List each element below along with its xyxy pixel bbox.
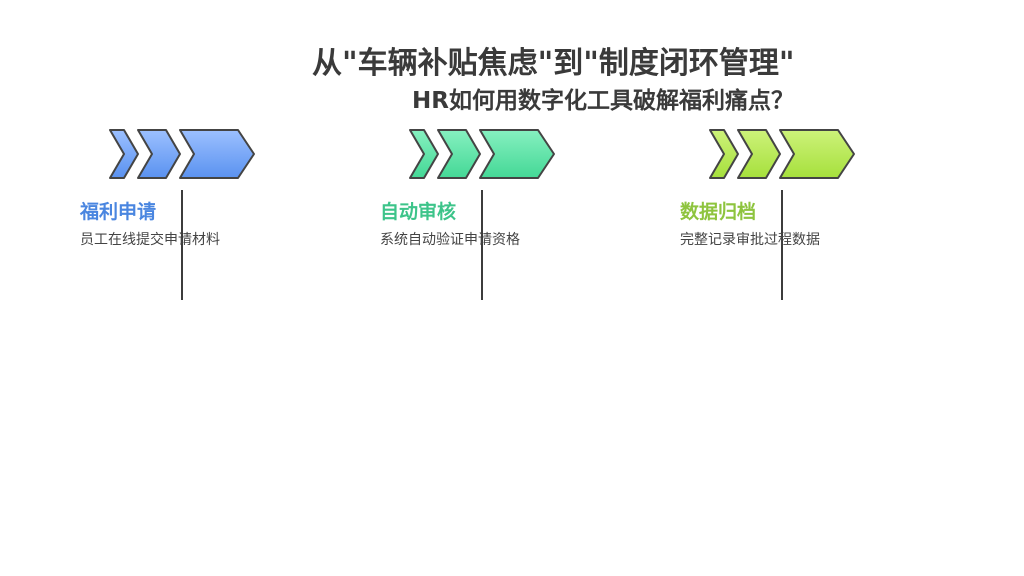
step-title: 福利申请 — [80, 201, 157, 223]
chevron-arrow-icon — [109, 129, 255, 179]
chevron-arrow-icon — [409, 129, 555, 179]
step-title: 自动审核 — [380, 201, 457, 223]
chevron-medium — [737, 129, 781, 179]
step-data-archive: 数据归档 完整记录审批过程数据 — [680, 128, 940, 308]
chevron-small — [709, 129, 739, 179]
chevron-large — [479, 129, 555, 179]
step-description: 员工在线提交申请材料 — [80, 232, 220, 248]
chevron-small — [109, 129, 139, 179]
step-title: 数据归档 — [680, 201, 757, 223]
page-title: 从"车辆补贴焦虑"到"制度闭环管理" — [312, 46, 795, 81]
connector-line — [181, 190, 183, 300]
step-description: 完整记录审批过程数据 — [680, 232, 820, 248]
step-auto-review: 自动审核 系统自动验证申请资格 — [380, 128, 640, 308]
chevron-large — [179, 129, 255, 179]
connector-line — [781, 190, 783, 300]
chevron-large — [779, 129, 855, 179]
page-subtitle: HR如何用数字化工具破解福利痛点？ — [412, 88, 794, 114]
step-description: 系统自动验证申请资格 — [380, 232, 520, 248]
chevron-arrow-icon — [709, 129, 855, 179]
step-welfare-application: 福利申请 员工在线提交申请材料 — [80, 128, 340, 308]
chevron-medium — [437, 129, 481, 179]
chevron-small — [409, 129, 439, 179]
chevron-medium — [137, 129, 181, 179]
connector-line — [481, 190, 483, 300]
